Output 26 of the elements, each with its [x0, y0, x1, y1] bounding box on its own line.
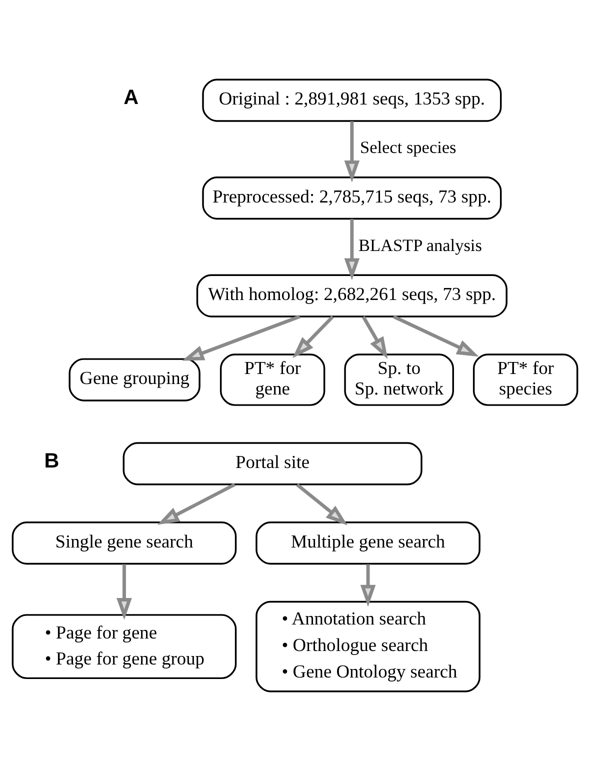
node-box: Preprocessed: 2,785,715 seqs, 73 spp. [202, 176, 502, 220]
node-box: • Page for gene • Page for gene group [12, 614, 237, 679]
edge-label: BLASTP analysis [358, 235, 482, 254]
arrow [344, 218, 360, 280]
label: A [124, 86, 139, 109]
node-box: With homolog: 2,682,261 seqs, 73 spp. [196, 274, 508, 317]
node-box: Single gene search [12, 520, 237, 564]
arrow [392, 314, 479, 356]
arrow [292, 315, 334, 358]
arrow [296, 482, 348, 525]
arrow [182, 314, 300, 360]
arrow [362, 315, 388, 358]
label: B [44, 449, 60, 472]
edge-label: Select species [360, 138, 456, 157]
arrow [116, 564, 132, 620]
node-box: PT* for species [472, 353, 578, 406]
node-box: Sp. to Sp. network [344, 353, 454, 406]
arrow [344, 120, 360, 182]
node-box: • Annotation search • Orthologue search • Gene Ontology search [256, 600, 480, 692]
arrow [157, 482, 236, 524]
node-box: PT* for gene [220, 353, 326, 406]
node-box: Original : 2,891,981 seqs, 1353 spp. [202, 78, 502, 122]
node-box: Portal site [122, 442, 422, 485]
node-box: Multiple gene search [256, 520, 480, 564]
node-box: Gene grouping [68, 358, 200, 401]
arrow [360, 564, 376, 606]
